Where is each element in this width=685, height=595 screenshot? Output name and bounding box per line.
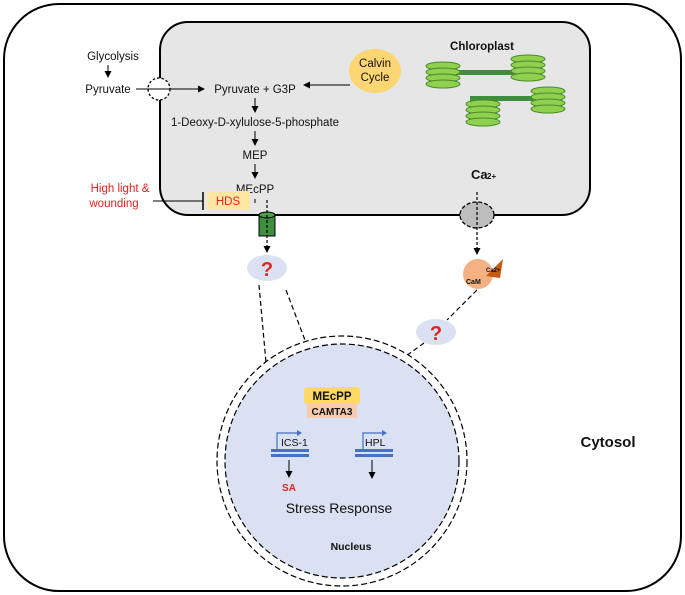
calvin-label-1: Calvin [359, 58, 391, 70]
ca-label: Ca [471, 167, 488, 182]
camta3-label: CAMTA3 [312, 407, 353, 418]
cam-label: CaM [466, 279, 481, 286]
cam-ca-label: Ca2+ [486, 268, 501, 274]
cam-protein [463, 259, 493, 289]
chloroplast-label: Chloroplast [450, 41, 514, 53]
hds-label: HDS [216, 196, 241, 208]
ics1-label: ICS-1 [281, 437, 308, 449]
calvin-label-2: Cycle [361, 72, 390, 84]
high-light-label-2: wounding [88, 198, 138, 210]
sa-label: SA [282, 483, 296, 494]
question-mark-2: ? [430, 323, 442, 345]
nucleus-mecpp-label: MEcPP [313, 391, 352, 403]
stress-response-label: Stress Response [286, 500, 393, 516]
hpl-label: HPL [365, 437, 386, 449]
hds-box [207, 191, 250, 210]
ics1-gene [271, 430, 309, 457]
question-mark-1: ? [261, 259, 273, 281]
dxp-label: 1-Deoxy-D-xylulose-5-phosphate [171, 117, 339, 129]
hpl-gene [355, 430, 393, 457]
mep-label: MEP [243, 150, 268, 162]
calvin-cycle [349, 49, 401, 93]
ca-superscript: 2+ [487, 172, 496, 181]
pyruvate-label: Pyruvate [85, 84, 130, 96]
pyruvate-g3p-label: Pyruvate + G3P [214, 84, 296, 96]
unknown-factor-1 [247, 255, 287, 281]
unknown-factor-2 [416, 319, 456, 345]
high-light-label-1: High light & [91, 183, 150, 195]
nucleus [224, 343, 460, 579]
thylakoid-grana [425, 54, 566, 127]
nucleus-mecpp-box [304, 387, 360, 404]
camta3-box [307, 404, 357, 418]
glycolysis-label: Glycolysis [87, 51, 139, 63]
cytosol-label: Cytosol [580, 434, 635, 451]
nucleus-label: Nucleus [331, 541, 372, 553]
